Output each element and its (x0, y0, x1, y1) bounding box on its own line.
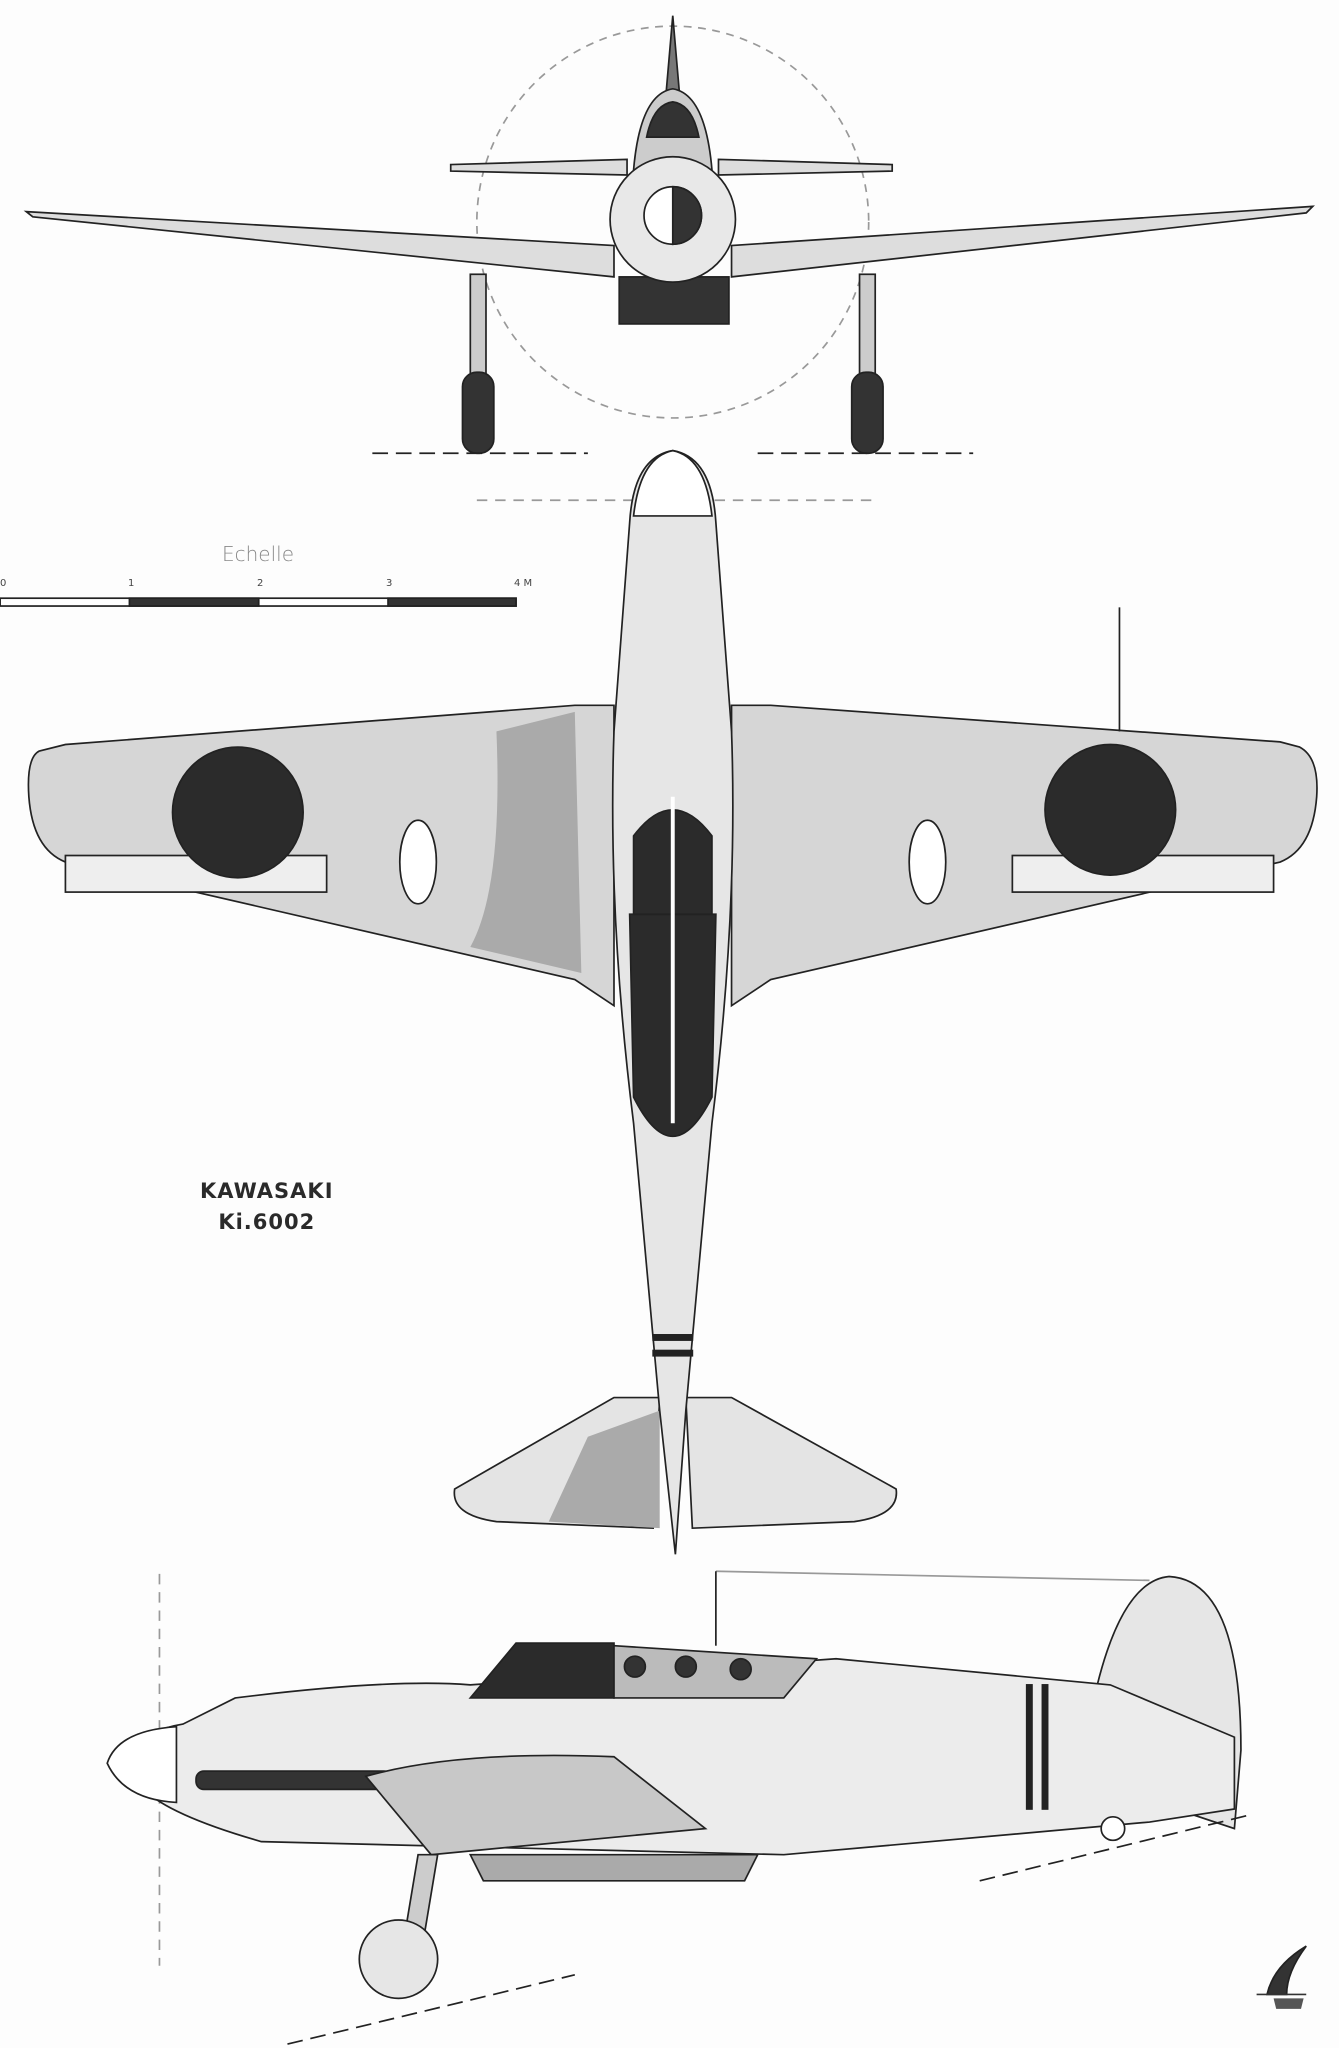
side-wing (364, 1754, 708, 1856)
side-radiator (468, 1853, 760, 1882)
scale-tick: 0 (0, 578, 7, 589)
side-tail-wheel (1100, 1815, 1126, 1842)
right-hinomaru (1044, 743, 1177, 876)
manufacturer-name: KAWASAKI (200, 1179, 334, 1203)
left-hinomaru (171, 746, 304, 879)
front-right-stabilizer (717, 158, 894, 176)
side-fuselage-band (1025, 1684, 1033, 1810)
scale-tick: 1 (128, 578, 135, 589)
model-name: Ki.6002 (218, 1210, 316, 1234)
side-canopy (468, 1642, 615, 1699)
fuselage-band (652, 1334, 694, 1341)
side-rear-glazing (613, 1644, 819, 1699)
front-left-stabilizer (449, 158, 628, 176)
front-right-gear-leg (858, 273, 877, 380)
front-left-wing (23, 210, 615, 278)
aircraft-title: KAWASAKI Ki.6002 (200, 1176, 334, 1238)
front-left-wheel (461, 371, 495, 455)
side-main-wheel (358, 1919, 439, 2000)
side-exhausts (195, 1770, 393, 1791)
front-fin (665, 15, 681, 93)
front-left-gear-leg (469, 273, 487, 380)
side-fuselage-band (1041, 1684, 1049, 1810)
top-spinner (632, 449, 713, 517)
front-view (23, 15, 1315, 455)
side-view (106, 1570, 1248, 2045)
right-gear-bay (908, 819, 947, 905)
camouflage-patch (470, 711, 582, 974)
front-canopy-glass (645, 101, 700, 138)
side-spinner (106, 1725, 178, 1804)
right-stabilizer (684, 1396, 898, 1530)
front-spinner-shade (671, 185, 703, 246)
publisher-logo (1256, 1945, 1307, 2009)
top-view (27, 449, 1318, 1555)
left-gear-bay (398, 819, 438, 905)
fuselage-band (652, 1349, 694, 1357)
scale-label: Echelle (222, 542, 295, 566)
scale-tick: 2 (257, 578, 264, 589)
scale-bar (0, 597, 517, 607)
scale-tick: 3 (386, 578, 393, 589)
front-right-wing (730, 205, 1315, 278)
tail-camouflage (548, 1410, 660, 1529)
front-right-wheel (850, 371, 884, 455)
scale-tick: 4 M (514, 578, 533, 589)
front-radiator (618, 276, 730, 325)
